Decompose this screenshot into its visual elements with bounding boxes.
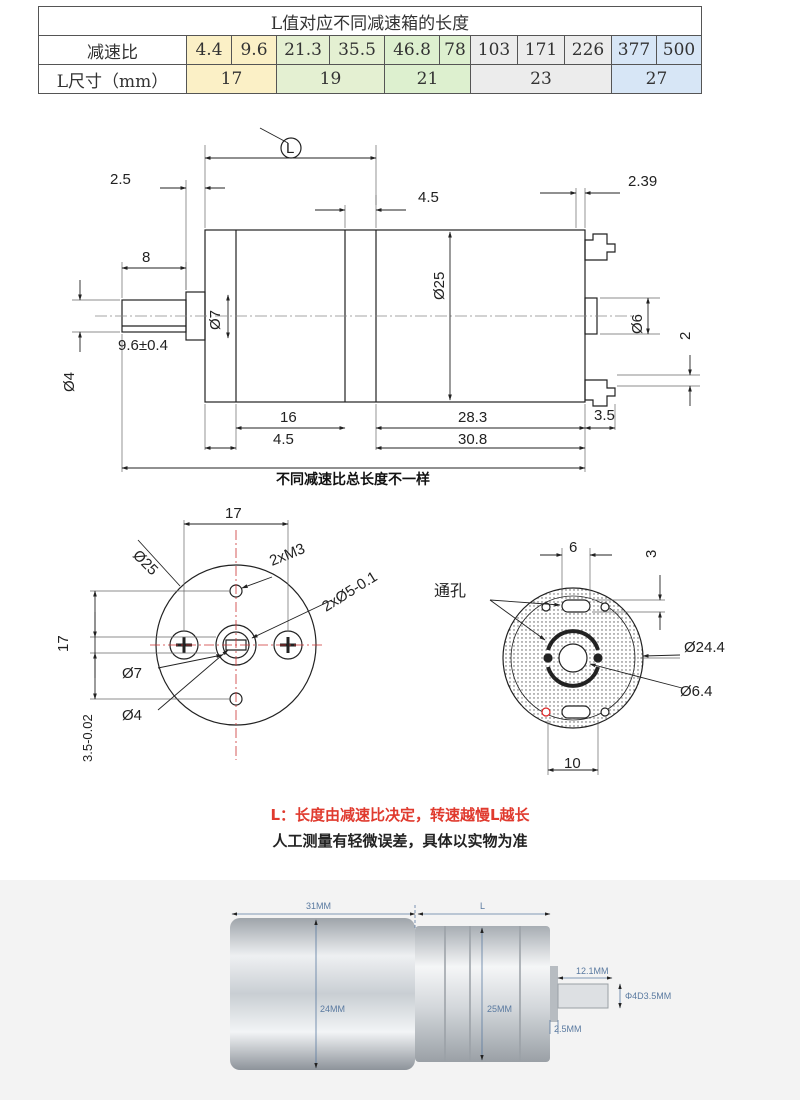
side-view-labels: L 2.5 4.5 2.39 8 Ø7 Ø25 Ø6 2 9.6±0.4 Ø4 … <box>61 140 694 488</box>
dim-10: 10 <box>564 755 581 772</box>
L-marker: L <box>286 140 294 157</box>
ratio-cell: 500 <box>656 35 702 65</box>
dim-2xM3: 2xM3 <box>267 540 307 570</box>
photo-shaft <box>557 983 609 1009</box>
dim-dia25: Ø25 <box>431 272 448 300</box>
dim-30-8: 30.8 <box>458 431 487 448</box>
dim-dia24-4: Ø24.4 <box>684 639 725 656</box>
photo-2-5mm: 2.5MM <box>554 1024 582 1034</box>
photo-31mm: 31MM <box>306 901 331 911</box>
dim-28-3: 28.3 <box>458 409 487 426</box>
note-red: L：长度由减速比决定，转速越慢L越长 <box>270 806 530 824</box>
back-bushing <box>558 643 588 673</box>
ratio-cell: 377 <box>611 35 657 65</box>
dim-dia7-front: Ø7 <box>122 665 142 682</box>
dim-2-39: 2.39 <box>628 173 657 190</box>
size-cell: 27 <box>611 64 702 94</box>
ratio-cell: 4.4 <box>186 35 232 65</box>
photo-L: L <box>480 901 485 911</box>
photo-24mm: 24MM <box>320 1004 345 1014</box>
dim-2xdia5: 2xØ5-0.1 <box>319 568 380 615</box>
ratio-cell: 35.5 <box>329 35 385 65</box>
dim-3: 3 <box>643 550 660 558</box>
dim-4-5-top: 4.5 <box>418 189 439 206</box>
side-view-caption: 不同减速比总长度不一样 <box>276 471 430 488</box>
dim-2: 2 <box>677 332 694 340</box>
ratio-cell: 78 <box>439 35 471 65</box>
dim-3-5: 3.5 <box>594 407 615 424</box>
dim-dia4: Ø4 <box>61 372 78 392</box>
dim-8: 8 <box>142 249 150 266</box>
ratio-label: 减速比 <box>38 35 187 65</box>
dim-dia4-front: Ø4 <box>122 707 142 724</box>
size-cell: 17 <box>186 64 277 94</box>
dim-dia6: Ø6 <box>629 314 646 334</box>
dim-dia25-front: Ø25 <box>129 547 161 579</box>
table-row: L尺寸（mm） 17 19 21 23 27 <box>38 64 702 94</box>
table-title: L值对应不同减速箱的长度 <box>38 6 702 36</box>
ratio-cell: 171 <box>517 35 565 65</box>
dim-17-top: 17 <box>225 505 242 522</box>
motor-can <box>230 918 415 1070</box>
through-hole-label: 通孔 <box>434 581 466 600</box>
terminal-bottom <box>584 379 616 407</box>
photo-25mm: 25MM <box>487 1004 512 1014</box>
terminal-slot-bottom <box>561 705 591 719</box>
terminal-slot-top <box>561 599 591 613</box>
gearbox <box>415 926 550 1062</box>
back-view-labels: 6 3 通孔 Ø24.4 Ø6.4 10 <box>434 539 725 772</box>
dim-2-5: 2.5 <box>110 171 131 188</box>
photo-12-1mm: 12.1MM <box>576 966 609 976</box>
dim-9-6: 9.6±0.4 <box>118 337 168 354</box>
gear-ratio-table: L值对应不同减速箱的长度 减速比 4.4 9.6 21.3 35.5 46.8 … <box>38 6 702 94</box>
table-row: 减速比 4.4 9.6 21.3 35.5 46.8 78 103 171 22… <box>38 35 702 65</box>
dim-dia6-4: Ø6.4 <box>680 683 713 700</box>
L-marker-circle <box>280 137 302 159</box>
ratio-cell: 21.3 <box>276 35 330 65</box>
photo-shaft-dia: Φ4D3.5MM <box>625 991 671 1001</box>
ratio-cell: 103 <box>470 35 518 65</box>
dim-3-5-002: 3.5-0.02 <box>80 714 95 762</box>
dim-dia7: Ø7 <box>207 310 224 330</box>
dim-6: 6 <box>569 539 577 556</box>
back-view <box>489 548 683 775</box>
size-label: L尺寸（mm） <box>38 64 187 94</box>
size-cell: 19 <box>276 64 385 94</box>
front-view <box>90 520 333 760</box>
side-view <box>72 127 700 472</box>
size-cell: 23 <box>470 64 612 94</box>
ratio-cell: 46.8 <box>384 35 440 65</box>
dim-16: 16 <box>280 409 297 426</box>
dim-17-left: 17 <box>55 635 72 652</box>
note-black: 人工测量有轻微误差，具体以实物为准 <box>272 832 528 850</box>
dim-4-5-bottom: 4.5 <box>273 431 294 448</box>
terminal-top <box>584 233 616 261</box>
motor-photo: 31MM L 24MM 25MM 12.1MM Φ4D3.5MM 2.5MM <box>0 880 800 1100</box>
